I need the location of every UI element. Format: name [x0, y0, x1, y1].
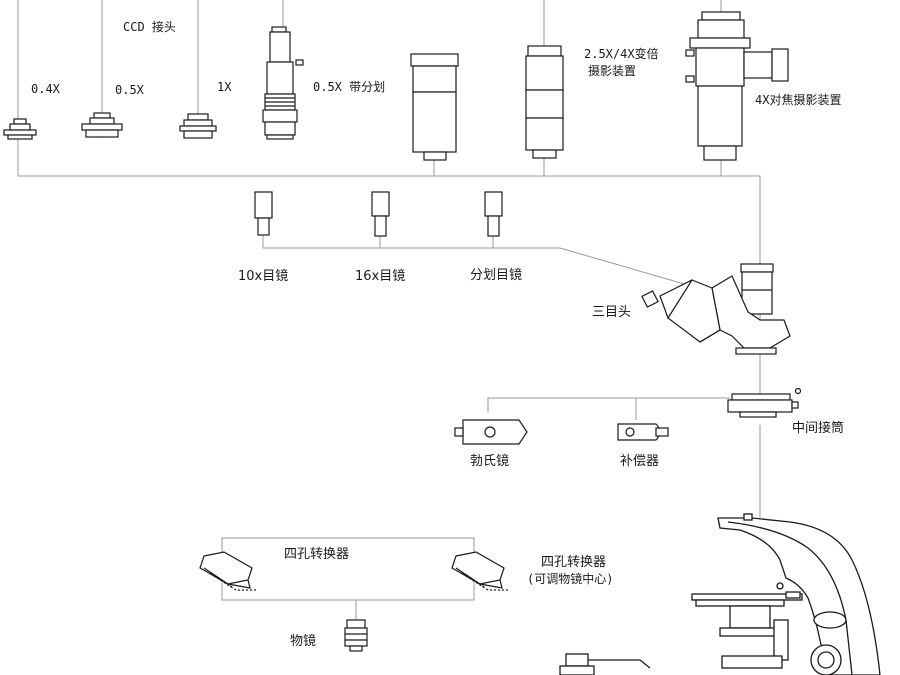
ccd-adapter-04x-icon	[3, 118, 37, 140]
label-eyepiece-16x: 16x目镜	[355, 269, 406, 284]
label-focus-photo-device: 4X对焦摄影装置	[755, 93, 842, 107]
zoom-photo-device-icon	[525, 45, 564, 159]
eyepiece-16x-icon	[371, 191, 390, 237]
trinocular-head-icon	[641, 263, 791, 355]
photo-tube-icon	[410, 53, 459, 161]
label-zoom-photo-line1: 2.5X/4X变倍	[584, 47, 659, 61]
label-zoom-photo-line2: 摄影装置	[588, 64, 637, 78]
label-compensator: 补偿器	[620, 454, 660, 469]
label-nosepiece: 四孔转换器	[284, 547, 350, 562]
label-eyepiece-reticle: 分划目镜	[470, 268, 523, 283]
ccd-adapter-05x-reticle-icon	[262, 26, 304, 140]
nosepiece-icon	[199, 551, 256, 591]
eyepiece-10x-icon	[254, 191, 273, 236]
label-adapter-04x: 0.4X	[31, 82, 60, 96]
focus-photo-device-icon	[685, 11, 789, 161]
label-adapter-05x: 0.5X	[115, 83, 144, 97]
objective-icon	[344, 619, 368, 652]
label-adapter-1x: 1X	[217, 80, 232, 94]
label-trinocular-head: 三目头	[592, 305, 632, 320]
eyepiece-reticle-icon	[484, 191, 503, 237]
ccd-adapter-05x-icon	[81, 112, 123, 138]
ccd-adapter-1x-icon	[179, 113, 217, 139]
label-intermediate-tube: 中间接筒	[792, 421, 845, 436]
label-bertrand-lens: 勃氏镜	[470, 454, 510, 469]
bertrand-lens-icon	[454, 419, 528, 445]
intermediate-tube-icon	[727, 387, 802, 418]
label-nosepiece-centering-line2: (可调物镜中心)	[527, 572, 614, 586]
label-objective: 物镜	[290, 634, 317, 649]
compensator-icon	[617, 423, 669, 441]
label-adapter-05x-reticle: 0.5X 带分划	[313, 80, 386, 94]
label-ccd-adapter: CCD 接头	[123, 20, 176, 34]
microscope-body-icon	[559, 513, 881, 675]
label-eyepiece-10x: 10x目镜	[238, 269, 289, 284]
label-nosepiece-centering-line1: 四孔转换器	[541, 555, 607, 570]
nosepiece-centering-icon	[451, 551, 508, 591]
